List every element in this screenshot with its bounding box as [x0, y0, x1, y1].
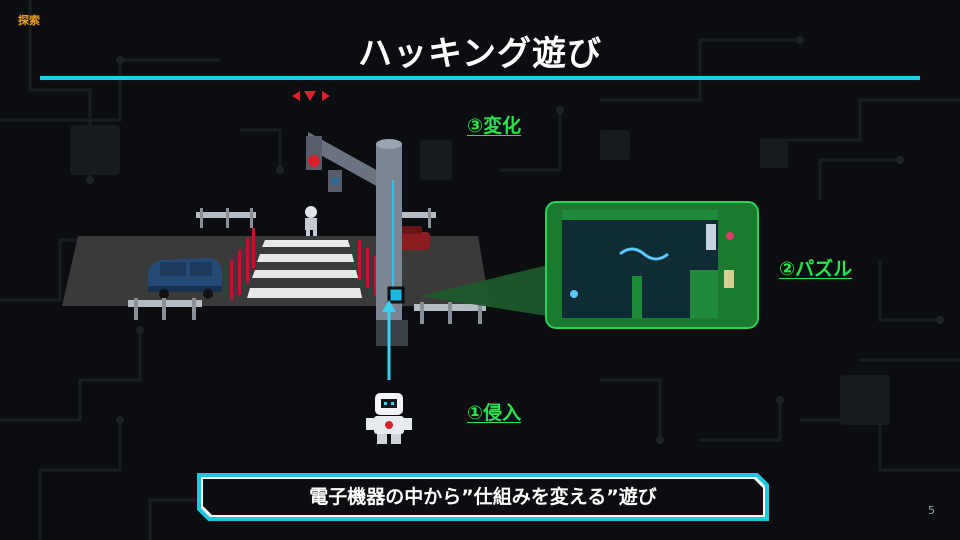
guardrail-front [128, 298, 486, 324]
selector-arrows [292, 91, 330, 101]
label-intrude[interactable]: ①侵入 [467, 402, 522, 424]
crosswalk [247, 240, 362, 298]
pedestrian [305, 206, 317, 236]
page-title: ハッキング遊び [358, 34, 602, 74]
traffic-light [306, 132, 408, 346]
puzzle-panel [545, 201, 759, 329]
beam-arrowhead [382, 300, 396, 312]
caption-frame [197, 473, 769, 521]
blue-car [148, 258, 222, 299]
label-puzzle[interactable]: ②パズル [779, 258, 853, 280]
label-change[interactable]: ③変化 [467, 115, 522, 137]
title-divider [40, 76, 920, 80]
barrier-posts [230, 228, 377, 300]
robot-character [366, 393, 412, 444]
caption-text: 電子機器の中から”仕組みを変える”遊び [309, 486, 657, 508]
caption-box: 電子機器の中から”仕組みを変える”遊び [196, 472, 770, 522]
red-car [394, 226, 430, 250]
callout-wedge [420, 262, 560, 318]
page-number: 5 [928, 504, 935, 517]
section-tag: 探索 [18, 14, 40, 27]
